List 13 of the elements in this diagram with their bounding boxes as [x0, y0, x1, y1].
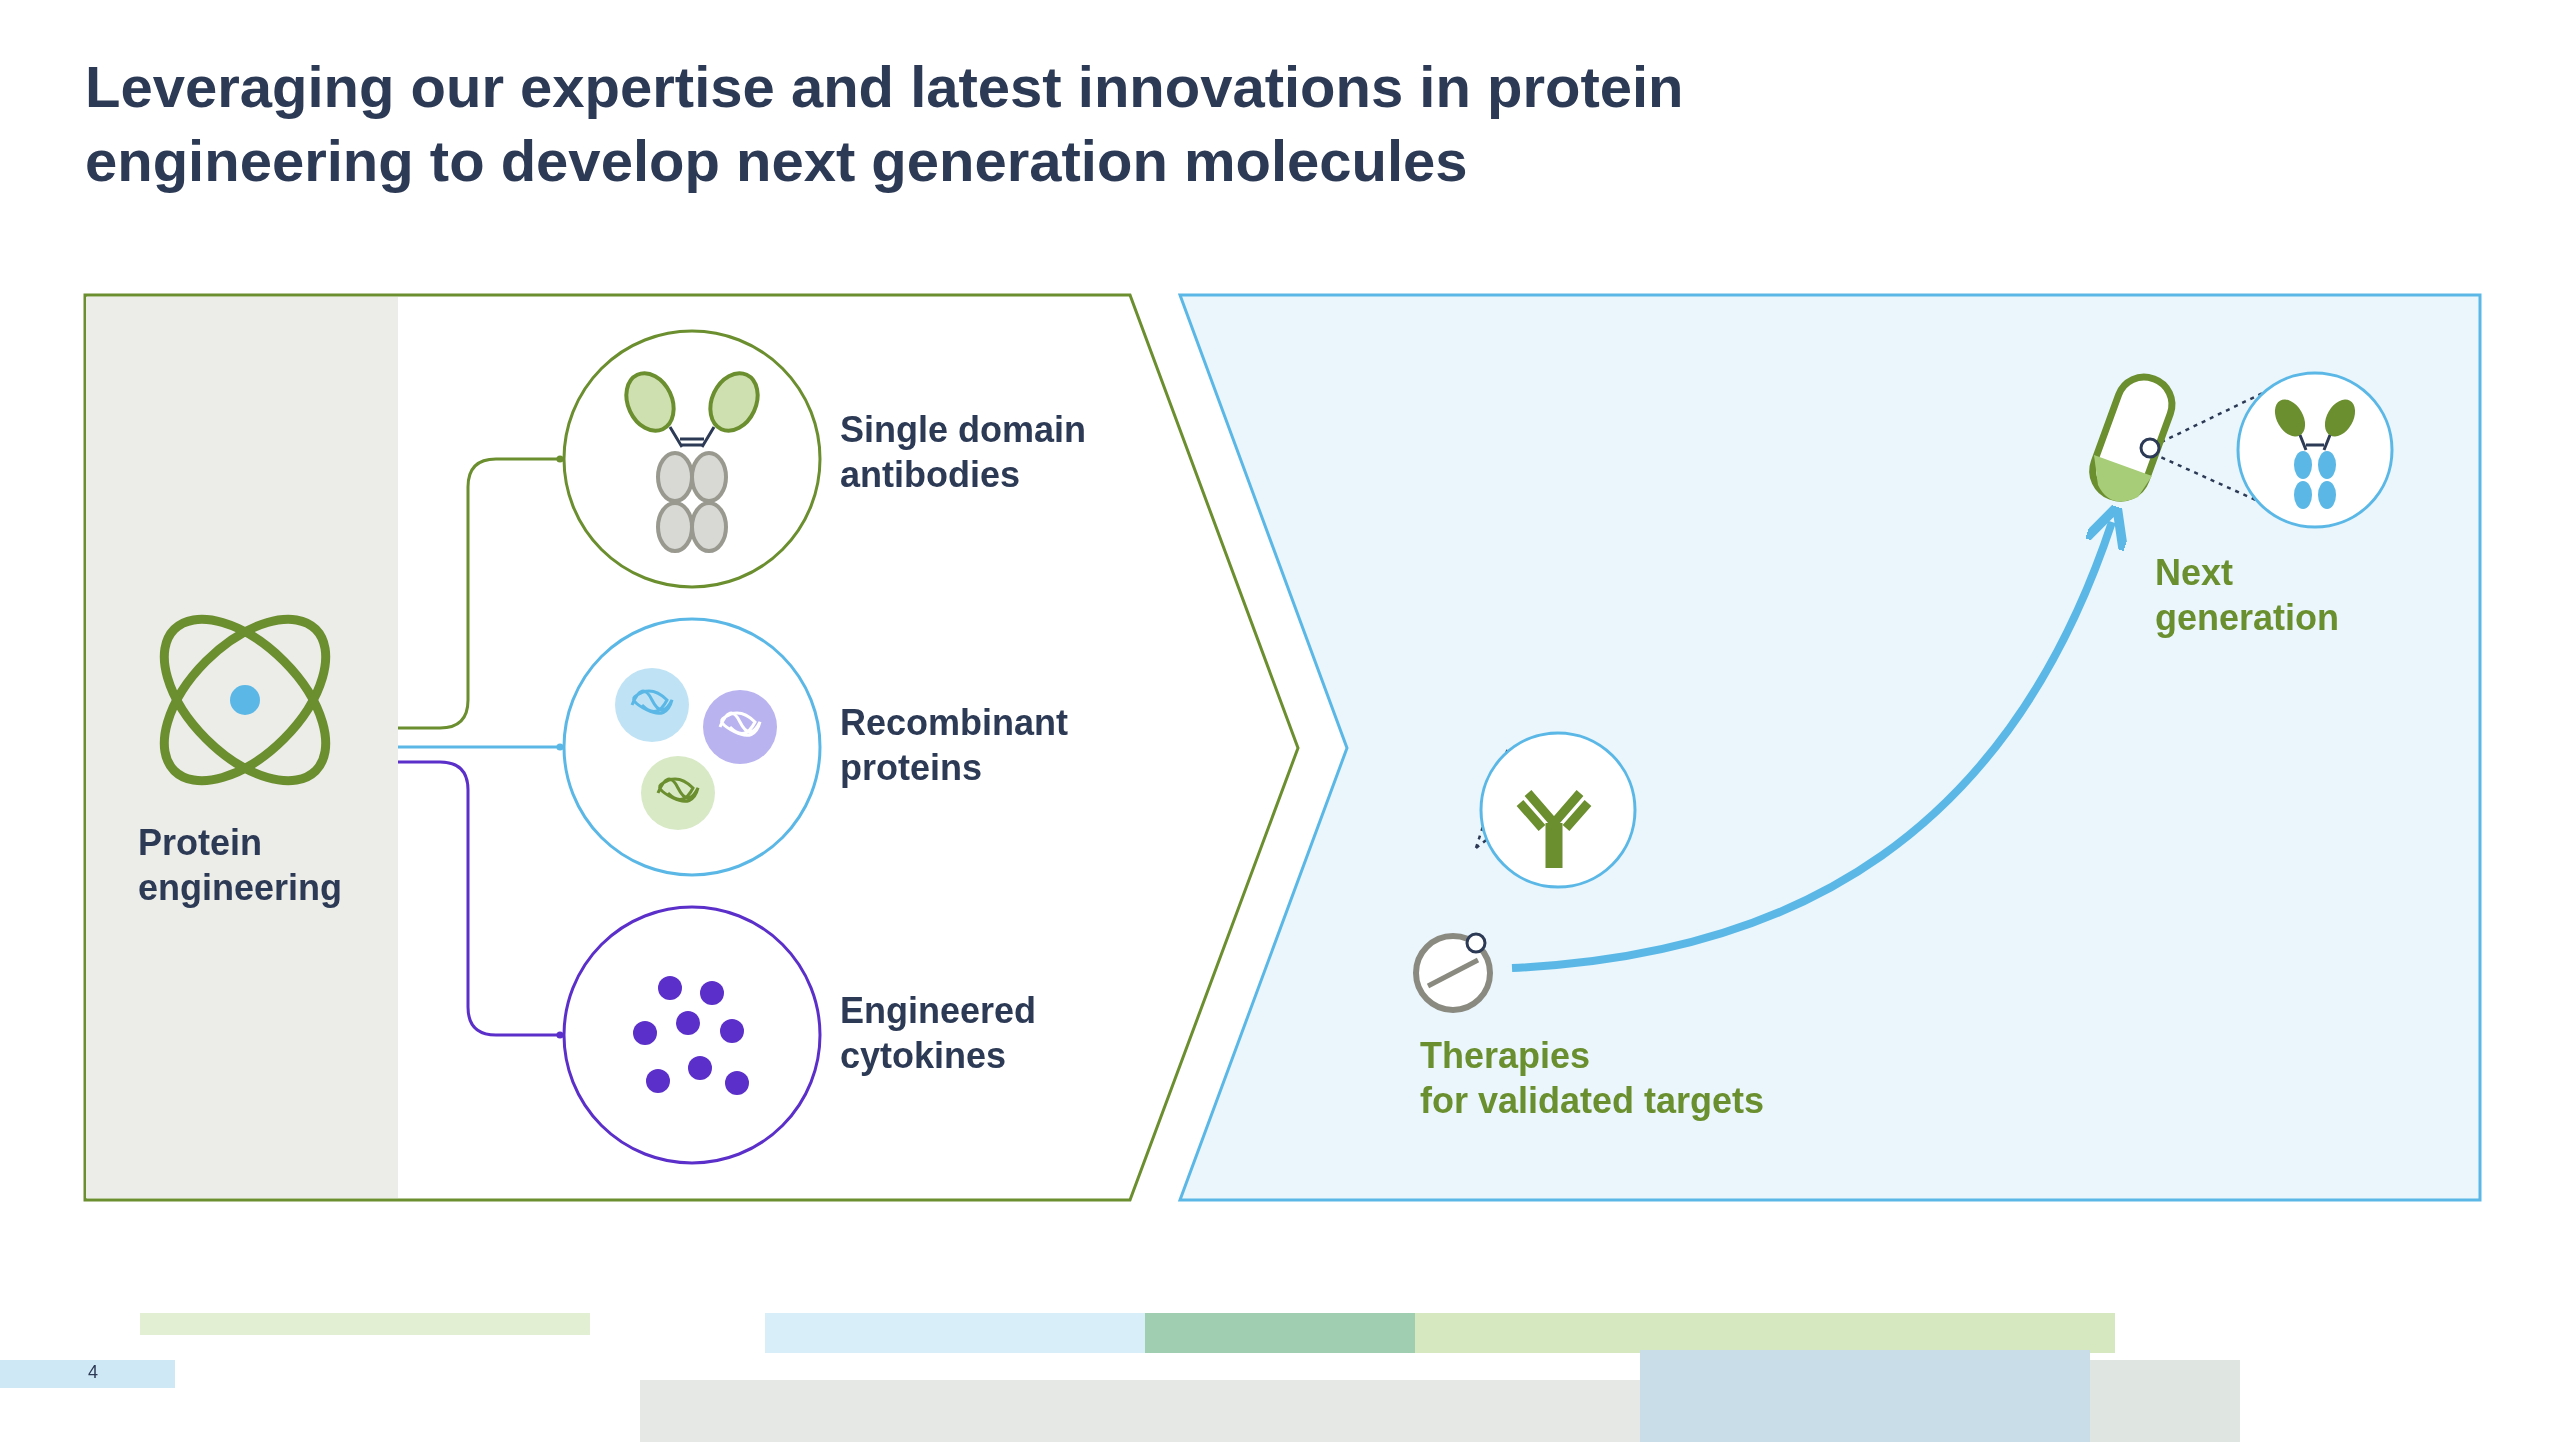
subheading: for validated targets [1420, 1079, 1766, 1123]
connector-line [398, 743, 564, 751]
heading: Therapies [1420, 1034, 1592, 1078]
circle-label: Engineered cytokines [840, 989, 1038, 1078]
heading: Next generation [2155, 551, 2341, 640]
heading: Protein engineering [138, 821, 344, 910]
circle-label: Single domain antibodies [840, 408, 1088, 497]
slide-title: Leveraging our expertise and latest innovations in protein engineering to develop next generation molecules [85, 53, 1685, 195]
page-number: 4 [88, 1362, 98, 1383]
connector-line [398, 760, 564, 1039]
connector-line [398, 455, 564, 730]
circle-label: Recombinant proteins [840, 701, 1070, 790]
curved-arrow [1511, 502, 2127, 972]
